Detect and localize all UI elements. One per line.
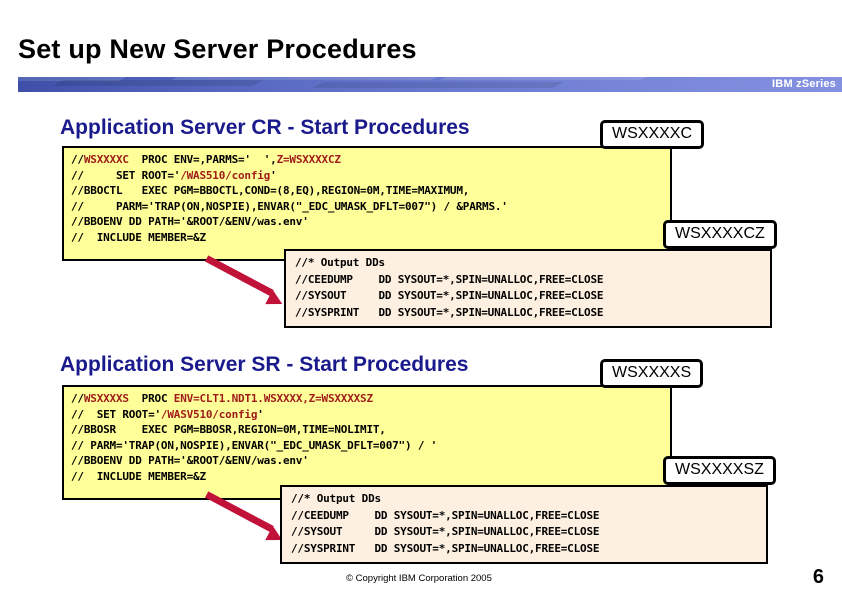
code-token-highlight: /WASV510/config	[160, 407, 258, 421]
code-line: // INCLUDE MEMBER=&Z	[71, 230, 664, 246]
code-token-highlight: WSXXXXC	[83, 153, 129, 166]
code-token: '	[270, 168, 277, 182]
banner-brand-label: IBM zSeries	[772, 78, 836, 90]
code-token: // INCLUDE MEMBER=&Z	[71, 230, 206, 244]
code-token: //BBOENV DD PATH='&ROOT/&ENV/was.env'	[71, 215, 309, 228]
code-line: //SYSPRINT DD SYSOUT=*,SPIN=UNALLOC,FREE…	[291, 541, 600, 555]
code-token: // PARM='TRAP(ON,NOSPIE),ENVAR("_EDC_UMA…	[71, 438, 438, 452]
banner-swoosh-4	[312, 82, 564, 88]
code-token: //BBOENV DD PATH='&ROOT/&ENV/was.env'	[71, 454, 309, 467]
code-token-highlight: WSXXXXS	[83, 392, 129, 405]
code-line: //BBOENV DD PATH='&ROOT/&ENV/was.env'	[71, 453, 664, 469]
code-block-sr: //WSXXXXS PROC ENV=CLT1.NDT1.WSXXXX,Z=WS…	[62, 385, 672, 500]
callout-wsxxxxsz: WSXXXXSZ	[663, 456, 776, 485]
page-number: 6	[812, 566, 824, 588]
code-line: //WSXXXXC PROC ENV=,PARMS=' ',Z=WSXXXXCZ	[71, 152, 664, 168]
code-line: //BBOENV DD PATH='&ROOT/&ENV/was.env'	[71, 214, 664, 230]
code-token-highlight: ENV=CLT1.NDT1.WSXXXX,Z=WSXXXXSZ	[173, 392, 373, 405]
code-line: //BBOSR EXEC PGM=BBOSR,REGION=0M,TIME=NO…	[71, 422, 664, 438]
copyright-notice: © Copyright IBM Corporation 2005	[346, 573, 492, 584]
code-token: // SET ROOT='	[71, 407, 161, 421]
code-token-highlight: /WAS510/config	[180, 168, 271, 182]
code-token: PROC ENV=,PARMS=' ',	[128, 153, 277, 166]
code-line: //CEEDUMP DD SYSOUT=*,SPIN=UNALLOC,FREE=…	[291, 508, 600, 522]
code-token: //BBOCTL EXEC PGM=BBOCTL,COND=(8,EQ),REG…	[71, 184, 470, 197]
code-line: //* Output DDs	[295, 256, 385, 269]
callout-wsxxxxs: WSXXXXS	[600, 359, 704, 388]
code-line: //CEEDUMP DD SYSOUT=*,SPIN=UNALLOC,FREE=…	[295, 272, 604, 286]
section-heading-cr: Application Server CR - Start Procedures	[60, 116, 470, 139]
code-token: // INCLUDE MEMBER=&Z	[71, 469, 206, 483]
banner-swoosh-5	[440, 77, 656, 80]
code-line: // PARM='TRAP(ON,NOSPIE),ENVAR("_EDC_UMA…	[71, 199, 664, 215]
code-line: //BBOCTL EXEC PGM=BBOCTL,COND=(8,EQ),REG…	[71, 183, 664, 199]
code-token-highlight: Z=WSXXXXCZ	[276, 153, 341, 166]
code-token: //BBOSR EXEC PGM=BBOSR,REGION=0M,TIME=NO…	[71, 423, 386, 436]
code-token: PROC	[128, 392, 174, 405]
code-line: //SYSOUT DD SYSOUT=*,SPIN=UNALLOC,FREE=C…	[291, 525, 600, 538]
code-line: //SYSOUT DD SYSOUT=*,SPIN=UNALLOC,FREE=C…	[295, 289, 604, 302]
code-token: // SET ROOT='	[71, 168, 181, 182]
page-title: Set up New Server Procedures	[18, 34, 417, 64]
code-line: // PARM='TRAP(ON,NOSPIE),ENVAR("_EDC_UMA…	[71, 438, 664, 454]
code-token: //	[71, 392, 84, 405]
brand-banner: IBM zSeries	[18, 77, 842, 92]
code-block-cr: //WSXXXXC PROC ENV=,PARMS=' ',Z=WSXXXXCZ…	[62, 146, 672, 261]
code-line: // SET ROOT='/WAS510/config'	[71, 168, 664, 184]
code-line: //WSXXXXS PROC ENV=CLT1.NDT1.WSXXXX,Z=WS…	[71, 391, 664, 407]
output-dd-block-cr: //* Output DDs //CEEDUMP DD SYSOUT=*,SPIN…	[284, 249, 772, 328]
section-heading-sr: Application Server SR - Start Procedures	[60, 353, 469, 376]
callout-wsxxxxcz: WSXXXXCZ	[663, 220, 777, 249]
code-line: //SYSPRINT DD SYSOUT=*,SPIN=UNALLOC,FREE…	[295, 305, 604, 319]
code-line: // INCLUDE MEMBER=&Z	[71, 469, 664, 485]
callout-wsxxxxc: WSXXXXC	[600, 120, 705, 149]
code-token: // PARM='TRAP(ON,NOSPIE),ENVAR("_EDC_UMA…	[71, 199, 508, 213]
banner-swoosh-3	[171, 77, 445, 80]
code-token: '	[257, 407, 264, 421]
arrow-shaft	[205, 255, 274, 297]
code-token: //	[71, 153, 84, 166]
code-line: // SET ROOT='/WASV510/config'	[71, 407, 664, 423]
code-line: //* Output DDs	[291, 492, 381, 505]
output-dd-block-sr: //* Output DDs //CEEDUMP DD SYSOUT=*,SPIN…	[280, 485, 768, 564]
banner-swoosh-2	[52, 80, 264, 86]
